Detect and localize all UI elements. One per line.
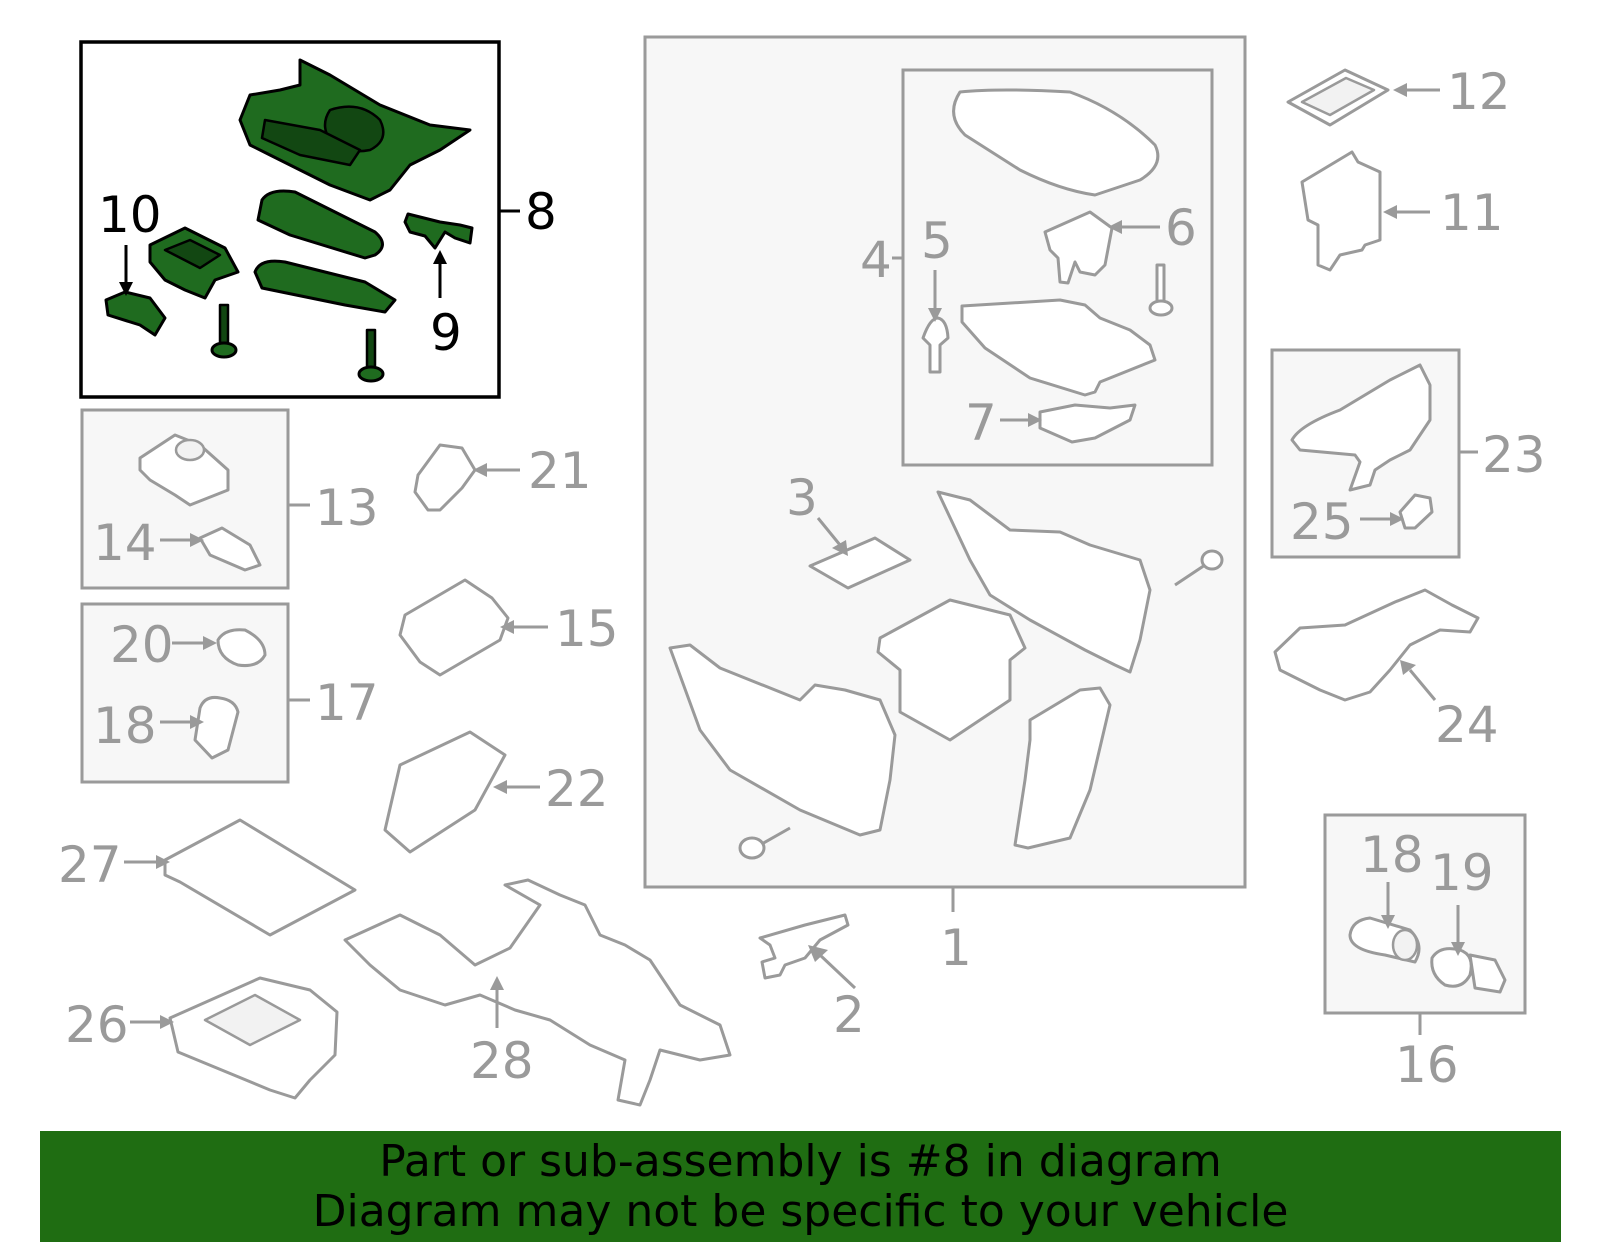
info-banner: Part or sub-assembly is #8 in diagram Di…: [40, 1131, 1561, 1242]
callout-13[interactable]: 13: [315, 479, 379, 537]
callout-21[interactable]: 21: [528, 442, 592, 500]
part-8-tray-slot: [260, 118, 362, 167]
part-3-mat[interactable]: [808, 536, 912, 590]
part-23-parking-brake[interactable]: [1290, 363, 1432, 492]
part-18-socket[interactable]: [193, 696, 240, 760]
callout-3[interactable]: 3: [786, 469, 818, 527]
part-1-screw-lower: [738, 826, 791, 860]
callout-20[interactable]: 20: [110, 616, 174, 674]
part-6-hinge[interactable]: [1043, 210, 1114, 285]
part-19-flap[interactable]: [1468, 953, 1507, 994]
callout-7[interactable]: 7: [965, 394, 997, 452]
part-11-trim[interactable]: [1300, 150, 1382, 272]
callout-15[interactable]: 15: [555, 600, 619, 658]
callout-14[interactable]: 14: [93, 514, 157, 572]
callout-16[interactable]: 16: [1395, 1036, 1459, 1094]
part-27-mat[interactable]: [163, 818, 357, 937]
part-21-group[interactable]: 21: [413, 442, 592, 512]
part-12-group[interactable]: 12: [1286, 63, 1511, 127]
part-8-group[interactable]: 8 9 10: [79, 40, 557, 399]
part-21-switch[interactable]: [413, 443, 477, 512]
part-1-left-side-panel[interactable]: [668, 643, 897, 837]
callout-1[interactable]: 1: [940, 919, 972, 977]
callout-5[interactable]: 5: [921, 212, 953, 270]
part-15-group[interactable]: 15: [398, 578, 619, 677]
callout-11[interactable]: 11: [1440, 184, 1504, 242]
part-9-bracket[interactable]: [403, 212, 474, 250]
part-2-bracket[interactable]: [758, 913, 850, 980]
part-17-group[interactable]: 17 20 18: [80, 602, 379, 784]
callout-18-right[interactable]: 18: [1360, 826, 1424, 884]
part-8-trim-lower[interactable]: [253, 259, 397, 314]
part-10-clip[interactable]: [104, 290, 167, 337]
callout-12[interactable]: 12: [1447, 63, 1511, 121]
part-13-shifter-knob: [174, 438, 206, 462]
part-28-group[interactable]: 28: [343, 878, 732, 1107]
part-22-group[interactable]: 22: [383, 730, 609, 854]
part-4-armrest-lid[interactable]: [952, 88, 1160, 197]
callout-8[interactable]: 8: [525, 183, 557, 241]
callout-23[interactable]: 23: [1482, 426, 1546, 484]
part-25-clip[interactable]: [1398, 493, 1434, 530]
part-7-pad[interactable]: [1038, 403, 1137, 444]
part-8-screw-left: [210, 303, 238, 359]
callout-6[interactable]: 6: [1165, 199, 1197, 257]
part-4-bin-liner[interactable]: [960, 298, 1157, 397]
callout-28[interactable]: 28: [470, 1032, 534, 1090]
part-20-cap[interactable]: [216, 628, 267, 667]
part-24-bracket[interactable]: [1273, 588, 1480, 702]
part-16-group[interactable]: 16 18 19: [1323, 813, 1527, 1094]
part-2-group[interactable]: 2: [758, 913, 865, 1044]
part-8-screw-right: [357, 328, 385, 383]
part-12-tray-inner: [1300, 76, 1376, 117]
callout-2[interactable]: 2: [833, 986, 865, 1044]
part-28-bracket[interactable]: [343, 878, 732, 1107]
callout-27[interactable]: 27: [58, 836, 122, 894]
part-1-screw-upper: [1174, 549, 1224, 587]
part-4-screw: [1148, 263, 1174, 317]
part-5-bumper[interactable]: [921, 316, 950, 374]
part-27-group[interactable]: 27: [58, 818, 357, 937]
part-23-group[interactable]: 23 25: [1270, 348, 1546, 559]
part-18-opening: [1391, 928, 1419, 962]
part-11-group[interactable]: 11: [1300, 150, 1504, 272]
callout-24[interactable]: 24: [1435, 696, 1499, 754]
callout-10[interactable]: 10: [98, 186, 162, 244]
callout-17[interactable]: 17: [315, 674, 379, 732]
banner-line-2: Diagram may not be specific to your vehi…: [312, 1186, 1289, 1237]
part-10-cup-insert-opening: [163, 238, 222, 270]
part-1-rear-panel[interactable]: [1013, 686, 1112, 850]
part-8-trim-upper[interactable]: [256, 189, 384, 260]
callout-18-left[interactable]: 18: [93, 697, 157, 755]
part-1-storage-bin[interactable]: [876, 598, 1027, 742]
callout-9[interactable]: 9: [430, 304, 462, 362]
callout-26[interactable]: 26: [65, 996, 129, 1054]
callout-4[interactable]: 4: [860, 231, 892, 289]
callout-25[interactable]: 25: [1290, 493, 1354, 551]
banner-line-1: Part or sub-assembly is #8 in diagram: [379, 1136, 1222, 1187]
part-26-module-top: [203, 993, 302, 1047]
part-14-switch[interactable]: [198, 526, 262, 572]
part-22-bin[interactable]: [383, 730, 507, 854]
part-24-group[interactable]: 24: [1273, 588, 1499, 754]
part-19-cover[interactable]: [1430, 947, 1473, 988]
part-15-switch-panel[interactable]: [398, 578, 510, 677]
part-1-group[interactable]: 1 4 5 6 7 3: [643, 35, 1247, 977]
exploded-parts-diagram: 8 9 10: [58, 35, 1546, 1107]
callout-19[interactable]: 19: [1430, 844, 1494, 902]
part-26-group[interactable]: 26: [65, 976, 339, 1100]
part-1-right-side-panel[interactable]: [936, 490, 1152, 674]
callout-22[interactable]: 22: [545, 760, 609, 818]
part-13-group[interactable]: 13 14: [80, 408, 379, 590]
